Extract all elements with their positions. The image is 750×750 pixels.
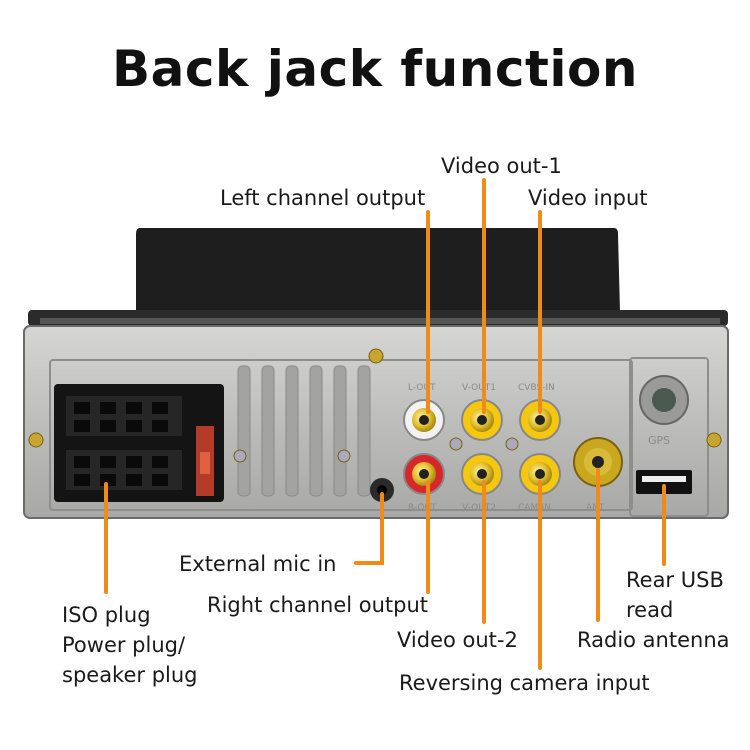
label-rear-usb-1: Rear USB [626,568,724,592]
page-title: Back jack function [112,40,638,98]
label-video-out-1: Video out-1 [441,154,562,178]
print-r-out: R-OUT [408,503,437,513]
gps-jack-icon [639,375,689,425]
chassis-top [136,228,620,312]
iso-connector-icon [54,384,224,502]
label-left-channel-output: Left channel output [220,186,426,210]
rca-jack-icon [403,399,561,441]
print-cvbs-in: CVBS-IN [518,383,555,393]
heat-sink-fins [237,365,371,497]
print-v-out1: V-OUT1 [462,383,496,393]
label-iso-plug-3: speaker plug [62,663,198,687]
print-cam-in: CAM-IN [518,503,551,513]
label-video-input: Video input [528,186,648,210]
print-v-out2: V-OUT2 [462,503,496,513]
usb-port-icon [636,470,692,494]
print-ant: ANT [586,503,605,513]
label-radio-antenna: Radio antenna [577,628,730,652]
leader-lines [104,178,666,670]
antenna-jack-icon [573,437,623,487]
print-l-out: L-OUT [408,383,436,393]
label-video-out-2: Video out-2 [397,628,518,652]
mic-jack-icon [370,478,394,502]
label-right-channel-output: Right channel output [207,593,429,617]
label-reversing-camera-input: Reversing camera input [399,671,650,695]
label-iso-plug-2: Power plug/ [62,633,186,657]
label-iso-plug-1: ISO plug [62,603,151,627]
label-rear-usb-2: read [626,598,674,622]
screw-icon [28,348,722,463]
print-gps: GPS [648,434,670,447]
label-external-mic-in: External mic in [179,552,337,576]
leader-mic [354,492,384,565]
